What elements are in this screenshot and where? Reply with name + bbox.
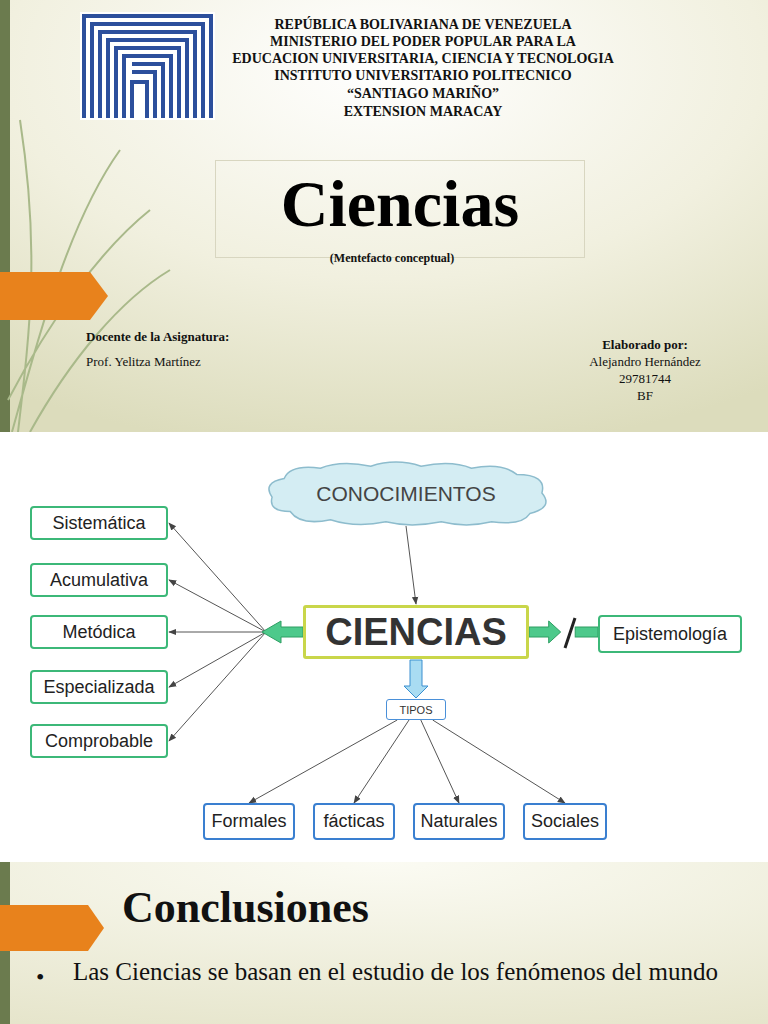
node-text: Acumulativa (50, 570, 148, 591)
negation-connector (529, 621, 598, 643)
node-text: Epistemología (613, 624, 727, 645)
node-text: Sociales (531, 811, 599, 832)
node-text: TIPOS (399, 704, 432, 716)
type-box: Formales (203, 803, 295, 840)
slide-text: REPÚBLICA BOLIVARIANA DE VENEZUELA (223, 16, 623, 33)
node-text: fácticas (323, 811, 384, 832)
concept-cloud: CONOCIMIENTOS (260, 460, 552, 528)
slide-text: Elaborado por: (560, 337, 730, 353)
conclusion-text: Las Ciencias se basan en el estudio de l… (73, 955, 753, 989)
node-text: Metódica (62, 622, 135, 643)
slide-text: EXTENSION MARACAY (223, 103, 623, 120)
type-box: Sociales (523, 803, 607, 840)
node-text: CONOCIMIENTOS (316, 482, 495, 506)
node-text: Sistemática (52, 513, 145, 534)
concept-connector (406, 526, 416, 604)
slide-text: “SANTIAGO MARIÑO” (223, 85, 623, 102)
central-concept-box: CIENCIAS (303, 605, 529, 659)
orange-tab (0, 272, 108, 320)
node-text: Formales (211, 811, 286, 832)
excluded-concept-box: Epistemología (598, 615, 742, 653)
types-block-arrow (404, 660, 428, 698)
property-connector (169, 580, 303, 632)
type-box: Naturales (413, 803, 505, 840)
side-stripe (0, 0, 10, 432)
property-connector (169, 523, 303, 632)
property-box: Metódica (30, 615, 168, 649)
green-block-arrow (529, 621, 561, 643)
property-box: Sistemática (30, 506, 168, 540)
type-connector (354, 720, 409, 803)
property-connector (169, 632, 303, 687)
orange-tab (0, 905, 104, 951)
node-text: Especializada (43, 677, 154, 698)
property-box: Comprobable (30, 724, 168, 758)
bullet: • (36, 960, 60, 994)
property-box: Acumulativa (30, 563, 168, 597)
node-text: CIENCIAS (325, 611, 507, 654)
green-block-arrow (262, 621, 303, 643)
cloud-shape (269, 462, 546, 525)
type-connector (249, 720, 397, 803)
type-box: fácticas (313, 803, 395, 840)
slide-text: MINISTERIO DEL PODER POPULAR PARA LA (223, 33, 623, 50)
slide-text: Alejandro Hernández (560, 354, 730, 370)
slide-title: Ciencias (215, 160, 585, 258)
green-bar (575, 627, 598, 637)
slide-heading: Conclusiones (122, 882, 642, 934)
slide-text: BF (560, 388, 730, 404)
slide-two-background (0, 432, 768, 862)
slide-one-background (0, 0, 768, 432)
types-box: TIPOS (386, 699, 446, 720)
property-box: Especializada (30, 670, 168, 704)
logo-background (80, 12, 215, 120)
type-connector (433, 720, 565, 803)
slide-three-background (0, 862, 768, 1024)
slide-text: Prof. Yelitza Martínez (86, 354, 346, 370)
property-connector (169, 632, 303, 741)
slide-text: Docente de la Asignatura: (86, 329, 346, 345)
slide-text: (Mentefacto conceptual) (292, 251, 492, 265)
slide-text: EDUCACION UNIVERSITARIA, CIENCIA Y TECNO… (223, 50, 623, 67)
slide-text: INSTITUTO UNIVERSITARIO POLITECNICO (223, 67, 623, 84)
institution-logo (84, 16, 211, 118)
negation-slash (565, 618, 575, 648)
node-text: Comprobable (45, 731, 153, 752)
slide-text: 29781744 (560, 371, 730, 387)
node-text: Naturales (420, 811, 497, 832)
